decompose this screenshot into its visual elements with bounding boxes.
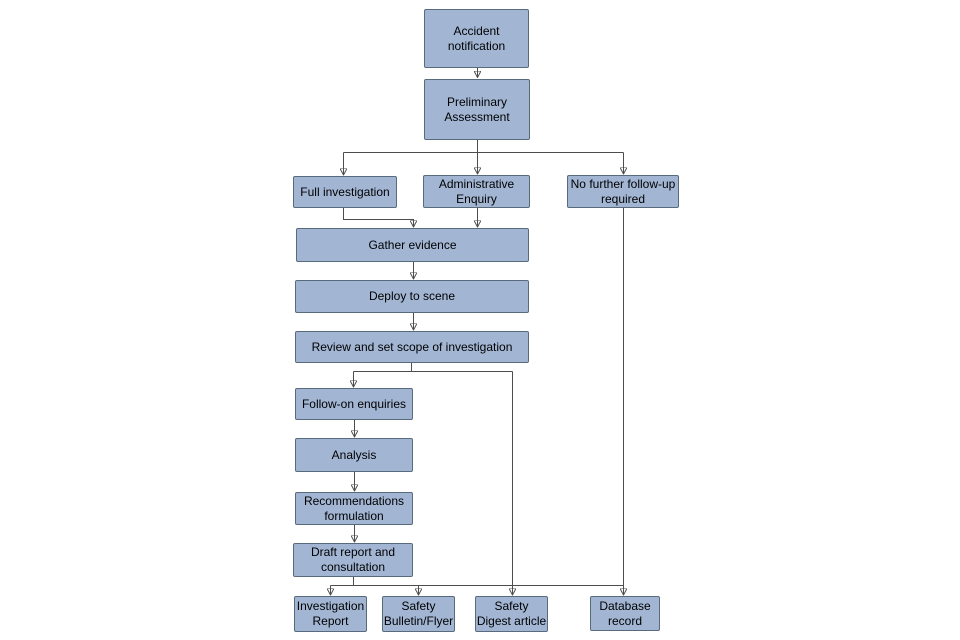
node-label: Safety — [401, 599, 436, 614]
node-label: Analysis — [331, 447, 377, 462]
node-label: Draft report and — [310, 545, 396, 560]
node-label: Deploy to scene — [368, 289, 456, 304]
node-label: Assessment — [444, 109, 510, 124]
node-label: record — [607, 613, 642, 628]
node-investigation-report: Investigation Report — [294, 596, 367, 632]
node-draft-report-consultation: Draft report and consultation — [293, 543, 413, 577]
node-label: Accident — [453, 23, 500, 38]
node-label: Review and set scope of investigation — [311, 339, 513, 354]
connector-full-investigation-to-gather — [343, 208, 414, 227]
node-label: Preliminary — [446, 94, 507, 109]
node-label: Follow-on enquiries — [301, 396, 407, 411]
node-deploy-to-scene: Deploy to scene — [295, 280, 529, 313]
node-label: Investigation — [296, 599, 365, 614]
node-label: Recommendations — [303, 493, 405, 508]
node-label: notification — [447, 38, 506, 53]
node-label: Digest article — [476, 614, 547, 628]
node-gather-evidence: Gather evidence — [296, 228, 529, 262]
node-label: formulation — [324, 508, 384, 523]
node-label: Bulletin/Flyer — [383, 614, 454, 628]
node-accident-notification: Accident notification — [424, 9, 529, 68]
node-label: consultation — [320, 560, 386, 574]
node-no-further-follow-up: No further follow-up required — [567, 175, 679, 208]
node-follow-on-enquiries: Follow-on enquiries — [295, 388, 413, 420]
node-preliminary-assessment: Preliminary Assessment — [424, 79, 530, 140]
node-administrative-enquiry: Administrative Enquiry — [423, 175, 530, 208]
node-recommendations-formulation: Recommendations formulation — [295, 492, 413, 525]
node-full-investigation: Full investigation — [293, 176, 397, 208]
node-review-scope: Review and set scope of investigation — [295, 331, 529, 363]
node-label: Database — [599, 598, 651, 613]
node-label: required — [600, 191, 646, 206]
node-label: Full investigation — [300, 184, 390, 199]
node-analysis: Analysis — [295, 438, 413, 472]
node-label: No further follow-up — [570, 176, 676, 191]
node-safety-bulletin-flyer: Safety Bulletin/Flyer — [382, 596, 455, 632]
node-label: Gather evidence — [368, 237, 457, 252]
node-database-record: Database record — [590, 596, 660, 631]
node-label: Enquiry — [456, 191, 497, 206]
node-label: Report — [312, 614, 349, 628]
node-label: Safety — [494, 599, 529, 614]
node-label: Administrative — [438, 176, 515, 191]
node-safety-digest-article: Safety Digest article — [475, 596, 548, 632]
